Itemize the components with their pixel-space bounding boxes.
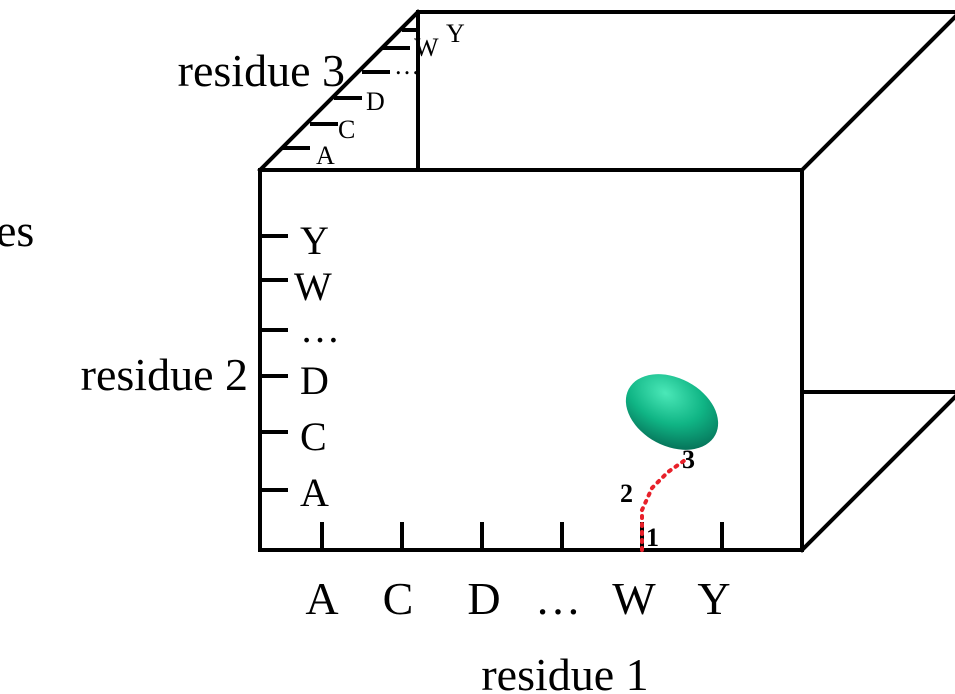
x-tick-label: W bbox=[612, 573, 656, 624]
z-tick-label: A bbox=[316, 141, 335, 170]
partial-label: es bbox=[0, 205, 34, 256]
green-blob-region bbox=[625, 374, 719, 450]
z-tick-label: C bbox=[338, 115, 355, 144]
z-tick-label: D bbox=[366, 87, 385, 116]
y-tick-label: … bbox=[300, 306, 340, 351]
z-tick-label: … bbox=[394, 51, 420, 80]
y-tick-label: Y bbox=[300, 218, 329, 263]
x-tick-label: D bbox=[467, 573, 500, 624]
x-tick-label: … bbox=[535, 573, 581, 624]
cube-frame bbox=[257, 9, 955, 553]
z-tick-label: Y bbox=[446, 19, 465, 48]
y-axis-ticks bbox=[260, 234, 288, 492]
conformation-path bbox=[640, 456, 690, 552]
z-axis-ticks bbox=[282, 28, 418, 150]
x-axis-title: residue 1 bbox=[481, 649, 648, 694]
path-point-label: 1 bbox=[646, 523, 659, 552]
y-tick-label: D bbox=[300, 358, 329, 403]
y-axis-title: residue 2 bbox=[81, 349, 248, 400]
path-point-label: 2 bbox=[620, 479, 633, 508]
cube-edge-top-right bbox=[799, 14, 955, 173]
y-tick-label: A bbox=[300, 470, 329, 515]
z-tick-label: W bbox=[414, 33, 439, 62]
x-tick-label: A bbox=[305, 573, 338, 624]
cube-front-face bbox=[258, 168, 804, 552]
path-point-label: 3 bbox=[682, 445, 695, 474]
x-axis-ticks bbox=[320, 522, 724, 550]
cube-edge-bottom-right bbox=[799, 394, 955, 553]
y-tick-label: C bbox=[300, 414, 327, 459]
cube-edge-top-left bbox=[257, 9, 421, 173]
y-tick-label: W bbox=[294, 264, 332, 309]
x-tick-label: C bbox=[383, 573, 414, 624]
x-tick-label: Y bbox=[697, 573, 730, 624]
z-axis-title: residue 3 bbox=[178, 45, 345, 96]
